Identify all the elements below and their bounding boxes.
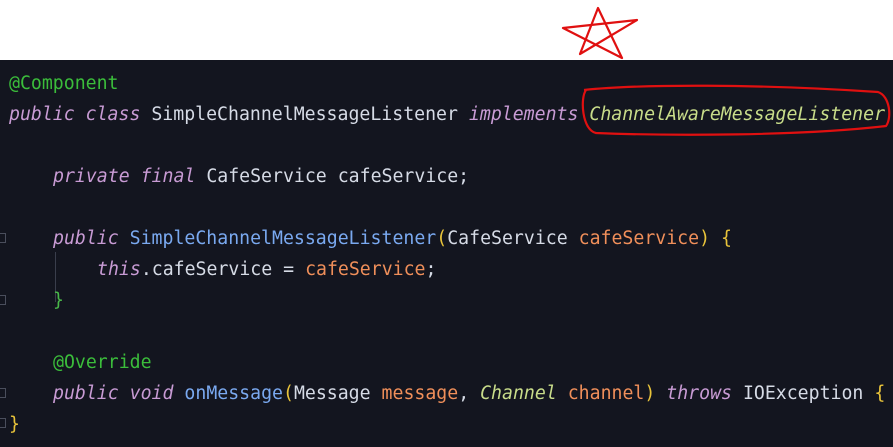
param-name: message — [381, 383, 459, 404]
param-ref: cafeService — [305, 259, 426, 280]
param-type: CafeService — [447, 228, 568, 249]
keyword-throws: throws — [666, 383, 732, 404]
code-line-3: private final CafeService cafeService; — [53, 161, 469, 192]
brace-close: } — [53, 290, 64, 311]
keyword-public: public — [53, 383, 119, 404]
field-name: cafeService; — [337, 166, 470, 187]
method-name: onMessage — [184, 383, 283, 404]
brace-close: } — [9, 414, 20, 435]
brace-open: { — [874, 383, 886, 404]
brace-open: { — [720, 228, 732, 249]
field-type: CafeService — [206, 166, 327, 187]
param-type-channel: Channel — [480, 383, 557, 404]
annotation-override: @Override — [53, 352, 152, 373]
code-line-7: @Override — [53, 347, 152, 378]
fold-marker[interactable] — [0, 418, 6, 428]
semicolon: ; — [425, 259, 437, 280]
keyword-this: this — [97, 259, 141, 280]
code-line-5: this.cafeService = cafeService; — [97, 254, 436, 285]
class-name: SimpleChannelMessageListener — [151, 104, 458, 125]
code-line-1: @Component — [9, 68, 119, 99]
param-name: cafeService — [578, 228, 700, 249]
fold-marker[interactable] — [0, 233, 6, 243]
keyword-class: class — [85, 104, 141, 125]
code-line-9: } — [9, 409, 20, 440]
comma: , — [458, 383, 481, 404]
code-line-2: public class SimpleChannelMessageListene… — [9, 99, 885, 130]
paren-close: ) — [699, 228, 711, 249]
keyword-public: public — [53, 228, 119, 249]
paren-open: ( — [282, 383, 294, 404]
annotation-component: @Component — [9, 73, 119, 94]
param-name: channel — [567, 383, 645, 404]
paren-open: ( — [436, 228, 448, 249]
exception-type: IOException — [742, 383, 864, 404]
code-line-4: public SimpleChannelMessageListener(Cafe… — [53, 223, 732, 254]
code-line-6: } — [53, 285, 64, 316]
keyword-void: void — [129, 383, 174, 404]
field-assignment: .cafeService = — [140, 259, 306, 280]
constructor-name: SimpleChannelMessageListener — [129, 228, 437, 249]
interface-name: ChannelAwareMessageListener — [589, 104, 886, 125]
param-type: Message — [293, 383, 371, 404]
fold-marker[interactable] — [0, 388, 6, 398]
indent-guide — [55, 252, 56, 302]
keyword-public: public — [9, 104, 75, 125]
code-line-8: public void onMessage(Message message, C… — [53, 378, 885, 409]
keyword-private: private — [53, 166, 130, 187]
screenshot-margin — [0, 0, 893, 60]
paren-close: ) — [644, 383, 656, 404]
keyword-implements: implements — [468, 104, 579, 125]
keyword-final: final — [140, 166, 196, 187]
code-editor[interactable]: @Component public class SimpleChannelMes… — [0, 60, 893, 447]
fold-marker[interactable] — [0, 295, 6, 305]
